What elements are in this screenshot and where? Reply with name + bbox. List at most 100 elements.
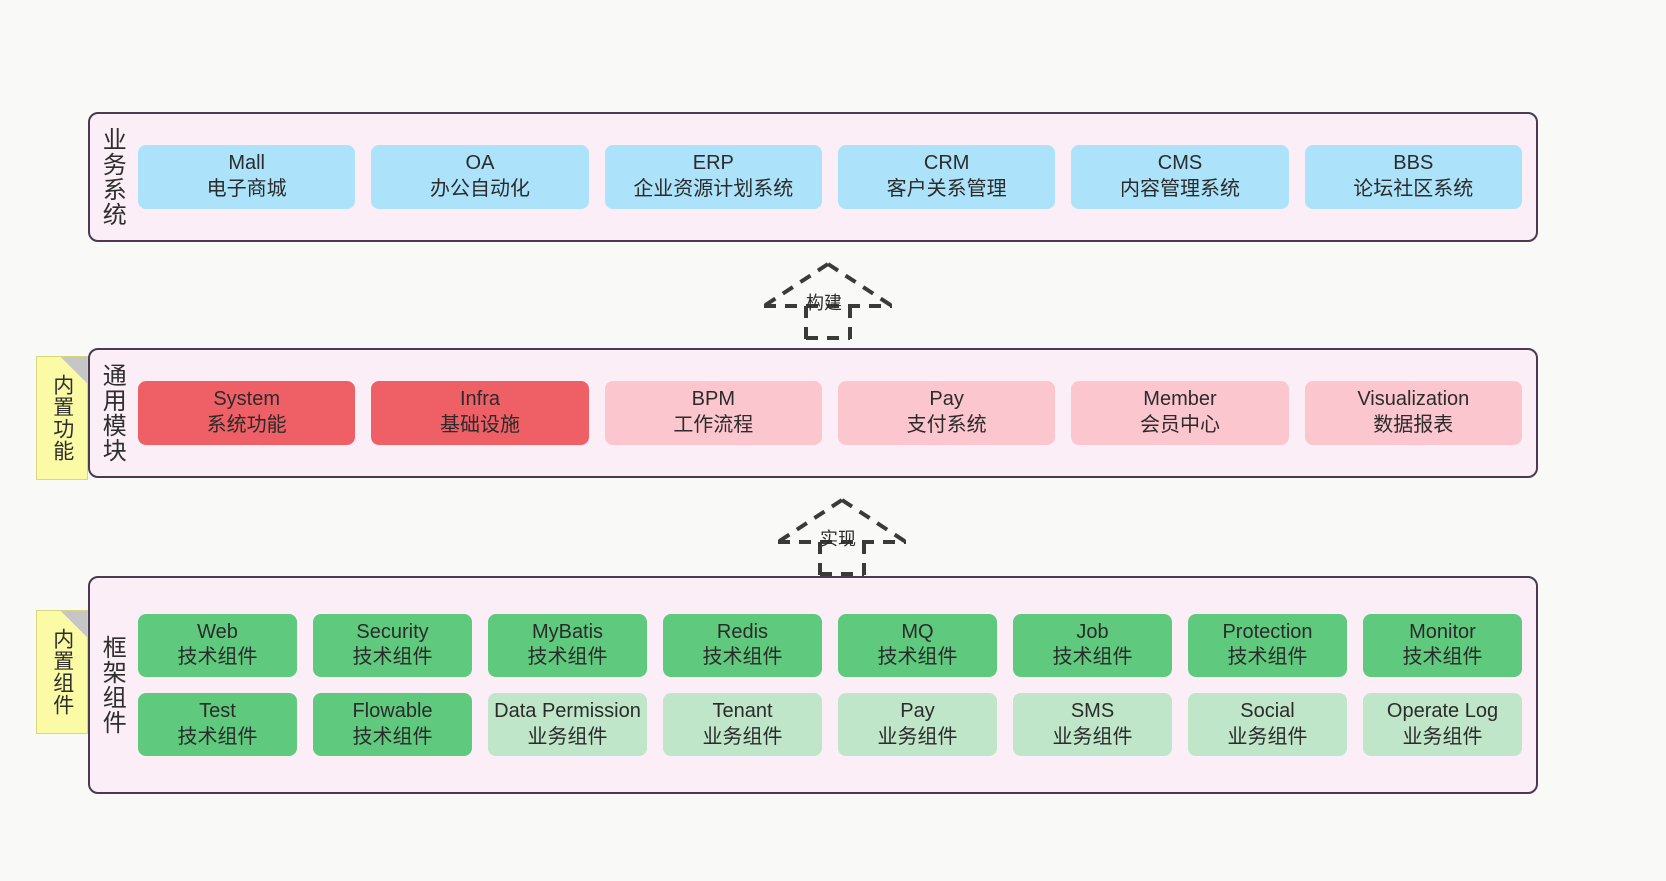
card-name: Monitor (1409, 620, 1476, 643)
card-desc: 基础设施 (439, 414, 520, 436)
card-cms[interactable]: CMS 内容管理系统 (1071, 145, 1289, 209)
card-desc: 电子商城 (206, 178, 287, 200)
card-row: System 系统功能 Infra 基础设施 BPM 工作流程 Pay 支付系统… (138, 381, 1522, 445)
card-name: MyBatis (531, 620, 604, 643)
card-name: SMS (1070, 700, 1115, 722)
note-label: 内置功能 (50, 374, 74, 462)
card-desc: 内容管理系统 (1119, 178, 1240, 200)
generalization-arrow-icon (762, 262, 894, 340)
card-desc: 技术组件 (177, 646, 258, 669)
card-name: Job (1076, 620, 1109, 643)
card-tenant[interactable]: Tenant 业务组件 (663, 693, 822, 757)
card-monitor[interactable]: Monitor 技术组件 (1363, 613, 1522, 677)
card-mall[interactable]: Mall 电子商城 (138, 145, 356, 209)
card-desc: 支付系统 (906, 414, 987, 436)
card-desc: 办公自动化 (429, 178, 530, 200)
layer-body-common-modules: System 系统功能 Infra 基础设施 BPM 工作流程 Pay 支付系统… (132, 350, 1536, 476)
card-test[interactable]: Test 技术组件 (138, 693, 297, 757)
card-desc: 业务组件 (527, 725, 608, 748)
card-redis[interactable]: Redis 技术组件 (663, 613, 822, 677)
note-builtin-components: 内置组件 (36, 610, 88, 734)
card-desc: 业务组件 (877, 725, 958, 748)
card-name: CMS (1157, 152, 1203, 175)
card-erp[interactable]: ERP 企业资源计划系统 (604, 145, 822, 209)
card-name: Operate Log (1386, 700, 1499, 722)
card-desc: 工作流程 (673, 414, 754, 436)
card-mq[interactable]: MQ 技术组件 (838, 613, 997, 677)
card-infra[interactable]: Infra 基础设施 (371, 381, 589, 445)
card-name: Mall (228, 152, 265, 175)
card-name: System (213, 388, 280, 411)
card-name: ERP (692, 152, 734, 175)
card-name: Pay (929, 388, 964, 411)
note-builtin-features: 内置功能 (36, 356, 88, 480)
card-name: Visualization (1357, 388, 1470, 411)
card-social[interactable]: Social 业务组件 (1188, 693, 1347, 757)
card-job[interactable]: Job 技术组件 (1013, 613, 1172, 677)
card-name: Pay (900, 700, 935, 722)
card-security[interactable]: Security 技术组件 (313, 613, 472, 677)
card-row: Test 技术组件 Flowable 技术组件 Data Permission … (138, 693, 1522, 757)
card-desc: 技术组件 (1227, 646, 1308, 669)
card-desc: 技术组件 (1402, 646, 1483, 669)
card-name: Security (356, 620, 429, 643)
card-member[interactable]: Member 会员中心 (1071, 381, 1289, 445)
card-name: Member (1143, 388, 1217, 411)
card-name: OA (465, 152, 495, 175)
connector-implement: 实现 (772, 494, 912, 576)
card-row: Mall 电子商城 OA 办公自动化 ERP 企业资源计划系统 CRM 客户关系… (138, 145, 1522, 209)
card-desc: 技术组件 (702, 646, 783, 669)
card-name: Social (1240, 700, 1295, 722)
note-label: 内置组件 (50, 628, 74, 716)
layer-title-common-modules: 通用模块 (98, 363, 126, 463)
card-desc: 系统功能 (206, 414, 287, 436)
card-mybatis[interactable]: MyBatis 技术组件 (488, 613, 647, 677)
card-oa[interactable]: OA 办公自动化 (371, 145, 589, 209)
card-desc: 技术组件 (177, 725, 258, 748)
card-desc: 会员中心 (1139, 414, 1220, 436)
card-desc: 业务组件 (702, 725, 783, 748)
connector-label-implement: 实现 (820, 529, 856, 549)
card-protection[interactable]: Protection 技术组件 (1188, 613, 1347, 677)
card-name: Infra (459, 388, 500, 411)
card-pay-module[interactable]: Pay 支付系统 (837, 381, 1056, 445)
card-name: Redis (716, 620, 769, 643)
card-desc: 客户关系管理 (886, 178, 1007, 200)
card-desc: 技术组件 (1052, 646, 1133, 669)
layer-business-systems: 业务系统 Mall 电子商城 OA 办公自动化 ERP 企业资源计划系统 CRM… (88, 112, 1538, 242)
connector-label-build: 构建 (806, 293, 842, 313)
card-pay-component[interactable]: Pay 业务组件 (838, 693, 997, 757)
card-sms[interactable]: SMS 业务组件 (1013, 693, 1172, 757)
layer-body-business-systems: Mall 电子商城 OA 办公自动化 ERP 企业资源计划系统 CRM 客户关系… (132, 114, 1536, 240)
layer-title-framework-components: 框架组件 (98, 635, 126, 735)
card-visualization[interactable]: Visualization 数据报表 (1304, 381, 1522, 445)
card-desc: 论坛社区系统 (1353, 178, 1474, 200)
card-name: Protection (1222, 620, 1313, 643)
card-flowable[interactable]: Flowable 技术组件 (313, 693, 472, 757)
card-bpm[interactable]: BPM 工作流程 (604, 381, 822, 445)
layer-framework-components: 框架组件 Web 技术组件 Security 技术组件 MyBatis 技术组件… (88, 576, 1538, 794)
card-name: BPM (691, 388, 735, 411)
card-operate-log[interactable]: Operate Log 业务组件 (1363, 693, 1522, 757)
card-row: Web 技术组件 Security 技术组件 MyBatis 技术组件 Redi… (138, 613, 1522, 677)
folded-corner-icon (61, 357, 87, 383)
card-name: Flowable (352, 700, 433, 722)
card-web[interactable]: Web 技术组件 (138, 613, 297, 677)
card-crm[interactable]: CRM 客户关系管理 (837, 145, 1056, 209)
card-system[interactable]: System 系统功能 (138, 381, 356, 445)
layer-title-business-systems: 业务系统 (98, 127, 126, 227)
card-data-permission[interactable]: Data Permission 业务组件 (488, 693, 647, 757)
card-desc: 技术组件 (352, 646, 433, 669)
card-name: CRM (923, 152, 970, 175)
card-desc: 技术组件 (527, 646, 608, 669)
card-desc: 业务组件 (1227, 725, 1308, 748)
card-name: BBS (1393, 152, 1434, 175)
card-bbs[interactable]: BBS 论坛社区系统 (1304, 145, 1522, 209)
card-name: Tenant (712, 700, 773, 722)
layer-body-framework-components: Web 技术组件 Security 技术组件 MyBatis 技术组件 Redi… (132, 578, 1536, 792)
card-desc: 技术组件 (352, 725, 433, 748)
card-desc: 数据报表 (1373, 414, 1454, 436)
folded-corner-icon (61, 611, 87, 637)
card-desc: 技术组件 (877, 646, 958, 669)
